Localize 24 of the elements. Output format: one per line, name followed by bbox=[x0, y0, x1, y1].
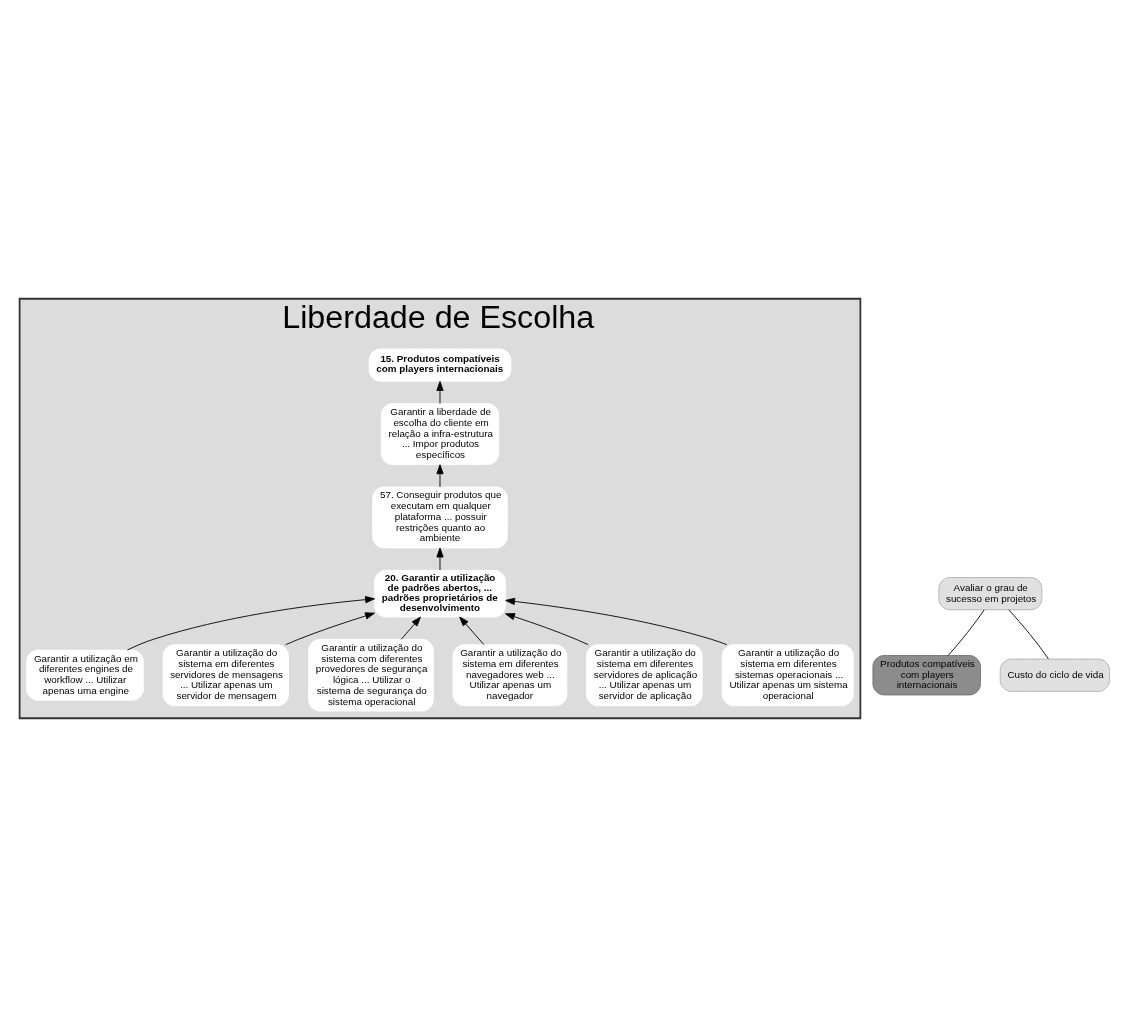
arrow bbox=[505, 612, 589, 645]
node-box: Garantir a utilização em diferentes engines de workflow ... Utilizar apenas uma engine bbox=[26, 649, 144, 701]
arrow bbox=[436, 463, 444, 487]
node-box: 20. Garantir a utilização de padrões abertos, ... padrões proprietários de desenvolvimento bbox=[374, 569, 506, 617]
node-box: Garantir a utilização do sistema em diferentes servidores de mensagens ... Utilizar apenas um servidor de mensagem bbox=[162, 643, 289, 706]
node-box: Custo do ciclo de vida bbox=[999, 658, 1110, 692]
node-box: Avaliar o grau de sucesso em projetos bbox=[938, 576, 1043, 610]
node-box: Garantir a utilização do sistema em diferentes servidores de aplicação ... Utilizar apenas um servidor de aplicação bbox=[586, 643, 703, 706]
node-box: Garantir a utilização do sistema em diferentes navegadores web ... Utilizar apenas um navegador bbox=[452, 643, 568, 706]
node-box: 15. Produtos compatíveis com players internacionais bbox=[368, 348, 512, 382]
arrow bbox=[436, 547, 444, 570]
node-box: 57. Conseguir produtos que executam em qualquer plataforma ... possuir restrições quanto ao ambiente bbox=[372, 486, 508, 548]
arrow bbox=[505, 597, 728, 645]
arrow bbox=[400, 616, 421, 640]
node-box: Garantir a liberdade de escolha do cliente em relação a infra-estrutura ... Impor produtos específicos bbox=[380, 402, 500, 465]
arrow bbox=[126, 595, 375, 650]
connector bbox=[1008, 608, 1049, 659]
node-box: Garantir a utilização do sistema com diferentes provedores de segurança lógica ... Utilizar o sistema de segurança do sistema operacional bbox=[308, 638, 434, 712]
connector bbox=[947, 608, 985, 656]
node-box: Produtos compatíveis com players internacionais bbox=[872, 654, 981, 695]
node-box: Garantir a utilização do sistema em diferentes sistemas operacionais ... Utilizar apenas um sistema operacional bbox=[721, 643, 854, 706]
arrow bbox=[459, 616, 485, 645]
arrow bbox=[285, 611, 375, 645]
arrow bbox=[436, 380, 444, 404]
